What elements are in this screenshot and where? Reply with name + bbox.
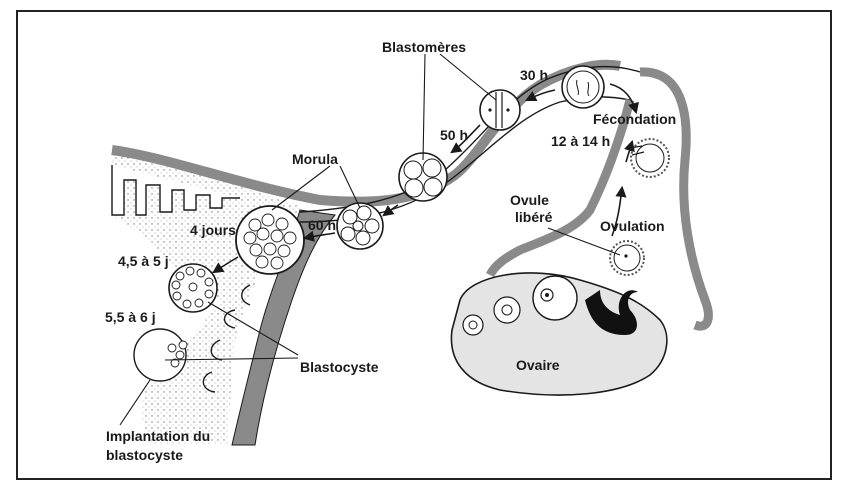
- label-5-5-a-6-j: 5,5 à 6 j: [105, 309, 156, 325]
- eight-cell-stage: [337, 203, 383, 249]
- follicle-large: [533, 276, 577, 320]
- label-blastomeres: Blastomères: [382, 39, 466, 55]
- label-morula: Morula: [292, 151, 338, 167]
- label-libere: libéré: [515, 209, 553, 225]
- follicle-medium: [494, 297, 520, 323]
- label-4-jours: 4 jours: [190, 222, 236, 238]
- label-blastocyste: Blastocyste: [300, 359, 379, 375]
- zygote-30h: [562, 66, 604, 108]
- label-4-5-a-5-j: 4,5 à 5 j: [118, 253, 169, 269]
- label-blastocyste-implant: blastocyste: [106, 447, 183, 463]
- label-12-14h: 12 à 14 h: [551, 133, 610, 149]
- ovary: [451, 273, 666, 395]
- label-ovule: Ovule: [510, 192, 549, 208]
- label-implantation: Implantation du: [106, 428, 210, 444]
- released-ovum: [610, 241, 644, 275]
- two-cell-stage: [480, 90, 520, 130]
- label-30h: 30 h: [520, 67, 548, 83]
- label-60h: 60 h: [308, 217, 336, 233]
- four-cell-stage: [399, 153, 447, 201]
- blastocyst-implanting: [134, 329, 187, 381]
- label-50h: 50 h: [440, 127, 468, 143]
- fertilization-diagram: Blastomères 30 h Fécondation 12 à 14 h 5…: [0, 0, 850, 468]
- fertilized-ovum: [630, 139, 669, 177]
- label-ovaire: Ovaire: [516, 357, 560, 373]
- label-ovulation: Ovulation: [600, 218, 665, 234]
- follicle-small: [463, 315, 483, 335]
- blastocyst-early: [169, 264, 217, 312]
- label-fecondation: Fécondation: [593, 111, 676, 127]
- morula-4-days: [236, 206, 304, 274]
